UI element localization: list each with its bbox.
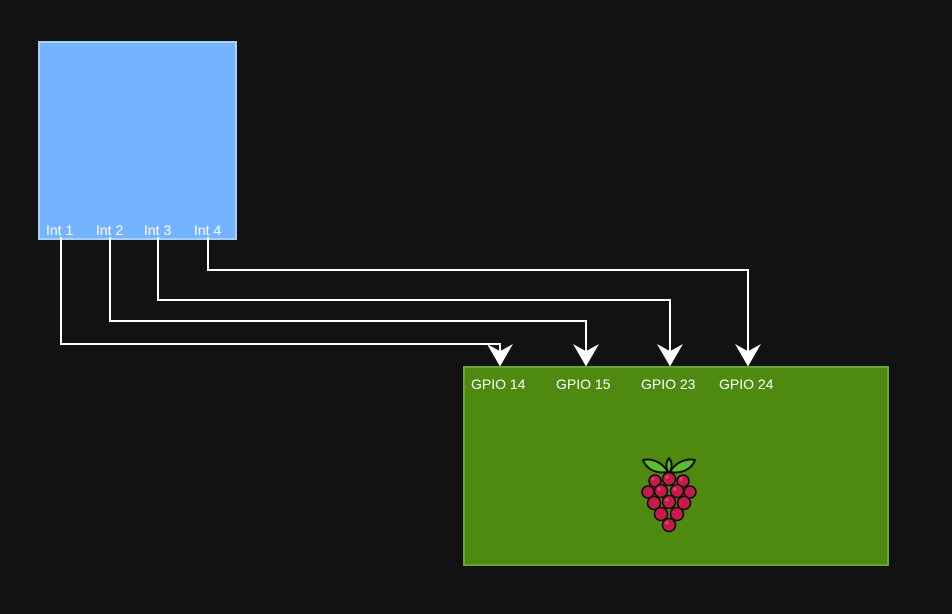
controller-pin-int4-label: Int 4 — [194, 222, 222, 238]
pi-pin-gpio15-label: GPIO 15 — [556, 376, 611, 392]
controller-pin-int3-label: Int 3 — [144, 222, 172, 238]
controller-block[interactable] — [38, 41, 237, 240]
wire-int2-gpio15[interactable] — [109, 237, 587, 352]
wire-int1-gpio14[interactable] — [60, 237, 501, 352]
arrowhead-gpio15-icon — [573, 344, 599, 367]
pi-pin-gpio24-label: GPIO 24 — [719, 376, 774, 392]
raspberry-pi-icon — [641, 457, 697, 533]
pi-pin-gpio14-label: GPIO 14 — [471, 376, 526, 392]
wire-int4-gpio24[interactable] — [207, 237, 749, 352]
arrowhead-gpio24-icon — [735, 344, 761, 367]
controller-pin-int1-label: Int 1 — [46, 222, 74, 238]
controller-pin-int2-label: Int 2 — [96, 222, 124, 238]
wire-int3-gpio23[interactable] — [157, 237, 671, 352]
arrowhead-gpio23-icon — [657, 344, 683, 367]
pi-pin-gpio23-label: GPIO 23 — [641, 376, 696, 392]
arrowhead-gpio14-icon — [487, 344, 513, 367]
